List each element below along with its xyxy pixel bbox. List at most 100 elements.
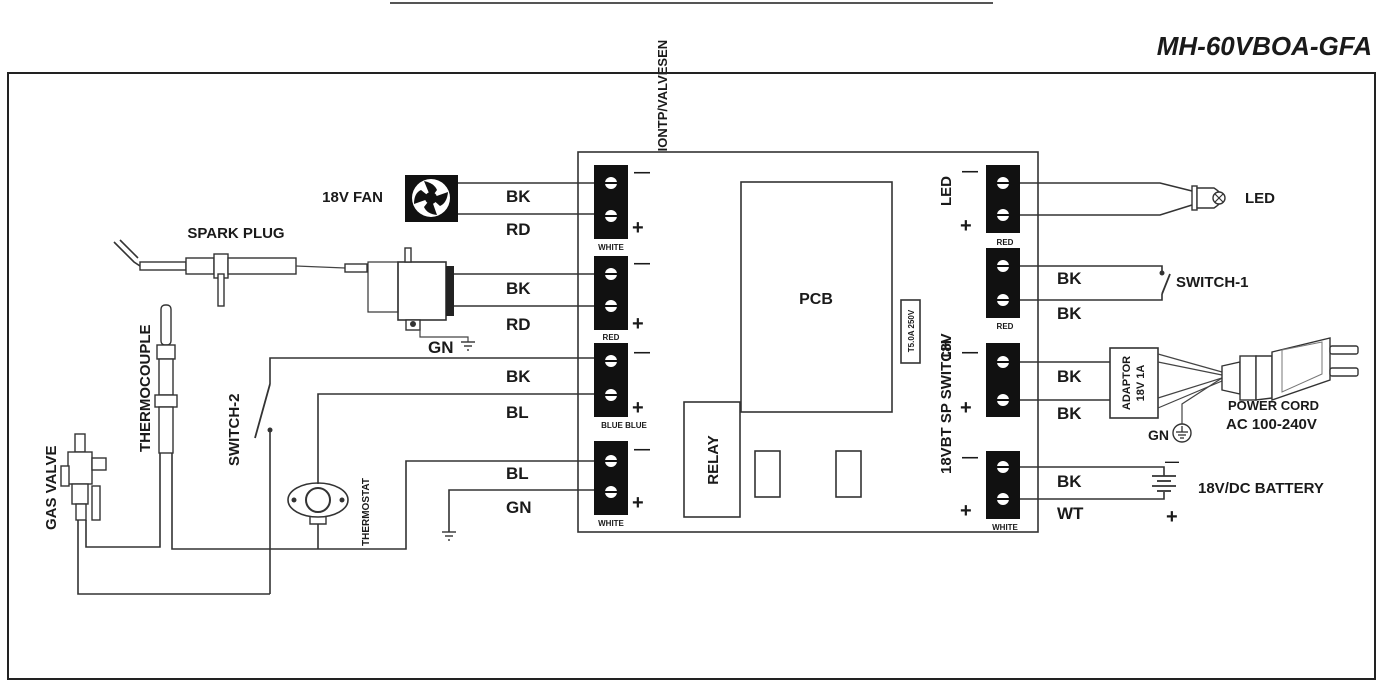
plus-mark: + <box>632 313 644 335</box>
plus-mark: + <box>632 397 644 419</box>
spark-rd-label: RD <box>506 315 531 334</box>
battery-icon <box>1152 475 1176 492</box>
terminal-led-tag: RED <box>997 238 1014 247</box>
terminal-block-battery <box>986 451 1020 519</box>
fuse-label: T5.0A 250V <box>907 309 916 352</box>
thermocouple-wire-b <box>171 453 594 550</box>
spark-plug-label: SPARK PLUG <box>187 225 284 242</box>
pcb-block <box>740 181 893 413</box>
ad-bk-label-b: BK <box>1057 404 1082 423</box>
spark-plug-icon <box>113 239 368 307</box>
plus-mark: + <box>960 500 972 522</box>
fuse <box>900 299 921 364</box>
terminal-block-switch2 <box>594 343 628 417</box>
switch1-contact <box>1159 270 1165 276</box>
pcb-label: PCB <box>799 291 833 308</box>
minus-mark: — <box>634 255 650 272</box>
switch2-lever <box>254 383 271 439</box>
adaptor-spec-label: 18V 1A <box>1135 365 1147 402</box>
gas-valve-wire <box>77 520 270 595</box>
switch2-bk-wire <box>269 357 594 384</box>
plus-mark: + <box>632 217 644 239</box>
fan-label: 18V FAN <box>322 189 383 206</box>
fan-rd-label: RD <box>506 220 531 239</box>
relay-block <box>683 401 741 518</box>
ground-icon <box>461 341 475 351</box>
terminal-fan-tag: WHITE <box>598 243 624 252</box>
switch1-lever <box>1161 273 1171 295</box>
minus-mark: — <box>634 441 650 458</box>
led-label: LED <box>1245 190 1275 207</box>
gn-left-label: GN <box>428 338 454 357</box>
battery-bk-wire <box>1020 466 1165 476</box>
gn-right-label: GN <box>1148 427 1169 443</box>
igniter-module-icon <box>367 247 454 331</box>
power-plug-icon <box>1221 337 1359 401</box>
terminal-block-spark <box>594 256 628 330</box>
gas-valve-icon <box>60 433 107 521</box>
led-wire-b <box>1020 204 1193 216</box>
terminal-tp-tag: WHITE <box>598 519 624 528</box>
terminal-block-led <box>986 165 1020 233</box>
cord-wire <box>1157 361 1223 376</box>
minus-mark: — <box>634 344 650 361</box>
capacitor-1 <box>754 450 781 498</box>
model-number: MH-60VBOA-GFA <box>1157 31 1372 61</box>
terminal-battery-tag: WHITE <box>992 523 1018 532</box>
ac-range-label: AC 100-240V <box>1226 416 1317 433</box>
tp-gn-wire <box>448 489 594 532</box>
outer-frame <box>7 72 1376 680</box>
battery-wt-wire <box>1020 492 1165 500</box>
fan-icon <box>405 175 458 222</box>
right-vertical-label: 18VBT SP SWITCH <box>938 340 955 474</box>
ground-icon <box>442 531 456 541</box>
led-wire-a <box>1020 182 1193 192</box>
cord-wire <box>1157 353 1223 373</box>
gas-valve-label: GAS VALVE <box>43 446 60 530</box>
adaptor-box <box>1109 347 1159 419</box>
led-side-label: LED <box>938 176 955 206</box>
switch1-wire-a <box>1020 265 1163 272</box>
thermocouple-wire-a <box>85 453 161 548</box>
ground-symbol-icon <box>1172 423 1192 443</box>
cord-ground-wire <box>1181 377 1223 424</box>
thermostat-bl-wire <box>317 393 594 484</box>
thermostat-label: THERMOSTAT <box>361 478 372 546</box>
minus-mark: — <box>962 344 978 361</box>
ad-bk-label-a: BK <box>1057 367 1082 386</box>
bat-bk-label: BK <box>1057 472 1082 491</box>
terminal-block-adaptor <box>986 343 1020 417</box>
plus-mark: + <box>632 492 644 514</box>
led-icon <box>1191 185 1226 211</box>
terminal-block-switch1 <box>986 248 1020 318</box>
switch1-wire-b <box>1020 294 1163 301</box>
fan-bk-label: BK <box>506 187 531 206</box>
sw1-bk-label-b: BK <box>1057 304 1082 323</box>
spark-bk-label: BK <box>506 279 531 298</box>
sw2-bl-label: BL <box>506 403 529 422</box>
cord-wire <box>1157 377 1223 399</box>
igniter-ground-wire <box>419 328 469 342</box>
terminal-spark-tag: RED <box>603 333 620 342</box>
terminal-switch2-tag: BLUE BLUE <box>601 421 647 430</box>
switch2-label: SWITCH-2 <box>226 394 243 467</box>
minus-mark: — <box>962 449 978 466</box>
relay-label: RELAY <box>705 435 722 484</box>
thermocouple-label: THERMOCOUPLE <box>137 325 154 453</box>
sw2-bk-label: BK <box>506 367 531 386</box>
plus-mark: + <box>960 215 972 237</box>
tp-gn-label: GN <box>506 498 532 517</box>
thermocouple-icon <box>154 304 178 454</box>
power-cord-label: POWER CORD <box>1228 398 1319 413</box>
switch2-contact <box>267 427 273 433</box>
switch1-label: SWITCH-1 <box>1176 274 1249 291</box>
thermostat-icon <box>287 482 349 525</box>
minus-mark: — <box>634 164 650 181</box>
capacitor-2 <box>835 450 862 498</box>
adaptor-label: ADAPTOR <box>1121 356 1133 410</box>
battery-label: 18V/DC BATTERY <box>1198 480 1324 497</box>
plus-mark: + <box>960 397 972 419</box>
battery-minus: — <box>1165 453 1179 469</box>
